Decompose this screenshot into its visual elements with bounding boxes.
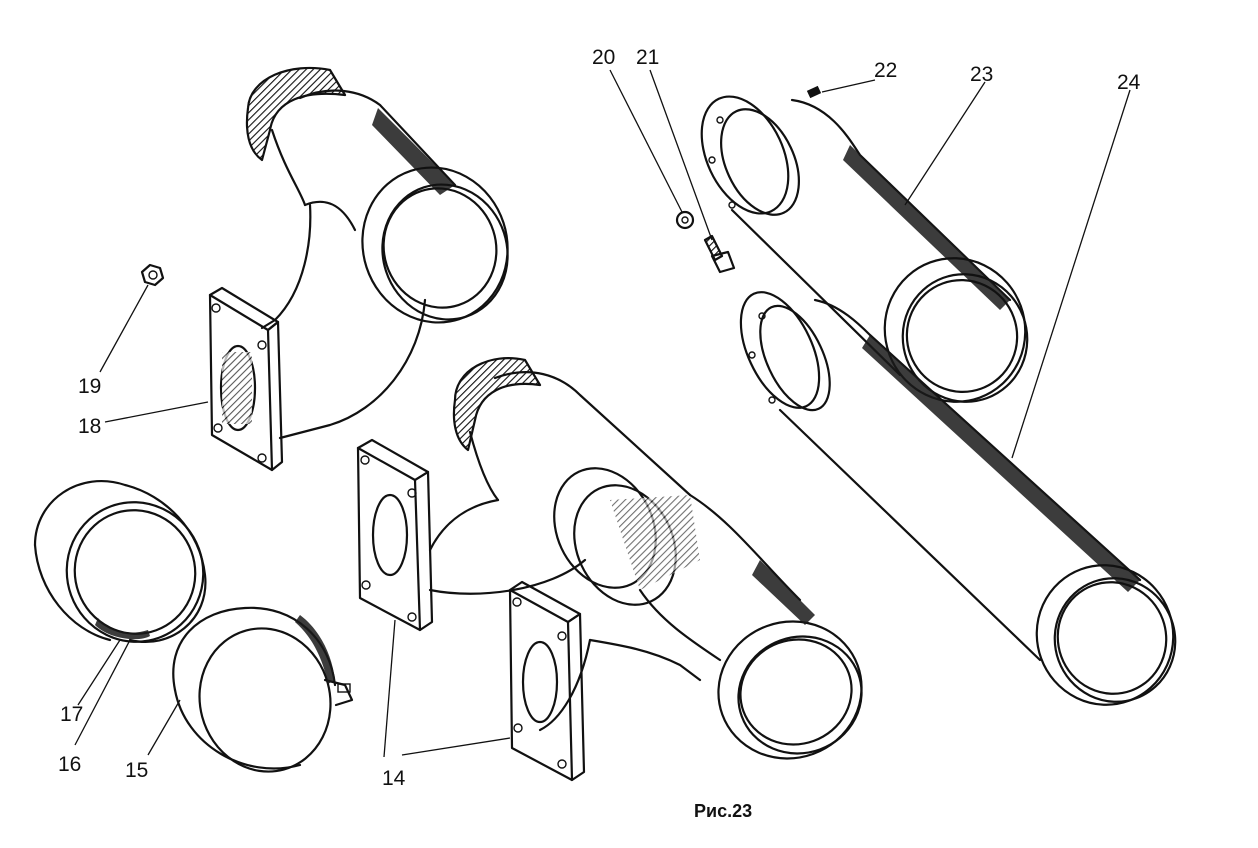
callout-21: 21 [636,46,659,69]
upper-elbow-pipe [245,66,509,440]
callout-22: 22 [874,59,897,82]
y-pipe-assembly [428,357,863,760]
leader-15 [147,699,181,756]
leader-20 [609,69,683,213]
figure-caption: Рис.23 [694,801,752,821]
callout-15: 15 [125,759,148,782]
callout-19: 19 [78,375,101,398]
nut-19 [140,263,165,287]
flange-14-right [508,580,586,782]
leader-22 [821,79,876,93]
tube-23 [700,95,1029,403]
leader-16 [74,639,131,746]
callout-20: 20 [592,46,615,69]
leader-14-a [383,619,396,758]
leader-18 [104,401,209,423]
bolt-21 [703,234,736,274]
leader-lines [74,69,1131,758]
callout-14: 14 [382,767,406,790]
flange-18 [208,286,284,472]
callout-17: 17 [60,703,83,726]
flange-14-left [356,438,434,632]
callout-labels: 14 15 16 17 18 19 20 21 22 23 24 [58,46,1141,790]
washer-20 [675,210,695,230]
clamp-ring-16-17 [33,480,207,643]
leader-23 [904,81,986,206]
leader-14-b [401,737,511,756]
tube-24 [739,291,1177,706]
screw-22 [806,85,822,99]
leader-21 [649,69,713,241]
callout-16: 16 [58,753,81,776]
callout-18: 18 [78,415,101,438]
callout-24: 24 [1117,71,1141,94]
callout-23: 23 [970,63,993,86]
clamp-15 [172,606,354,773]
leader-17 [77,639,121,706]
leader-19 [99,284,149,373]
leader-24 [1011,89,1131,459]
